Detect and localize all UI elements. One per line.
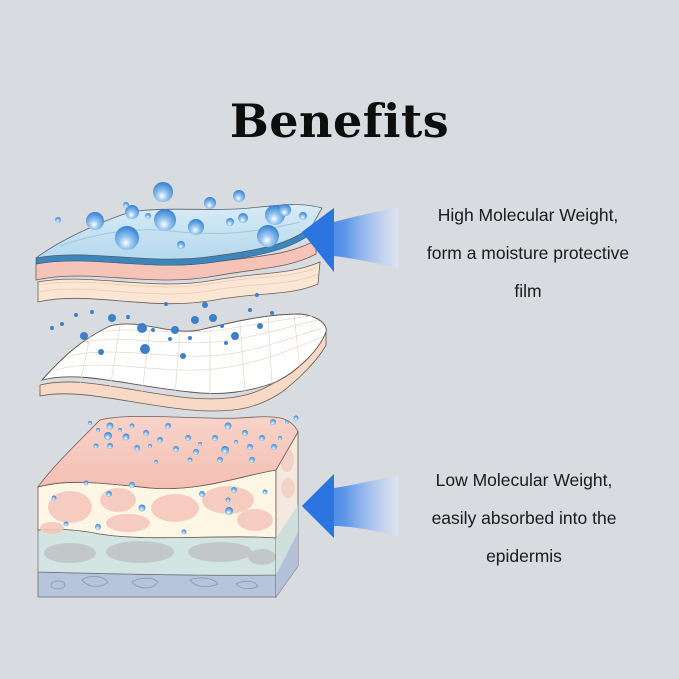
mesh-layer (39, 293, 327, 412)
callout-line: easily absorbed into the (431, 508, 617, 528)
droplet-icon (88, 415, 299, 464)
callout-line: Low Molecular Weight, (435, 470, 613, 490)
skin-block (37, 415, 299, 599)
droplet-icon (50, 293, 274, 359)
droplet-icon (55, 182, 307, 250)
callout-line: epidermis (486, 546, 562, 566)
arrow-left-icon (302, 474, 398, 538)
callout-line: High Molecular Weight, (437, 205, 619, 225)
moisture-film-layer (35, 182, 323, 305)
callout-high-molecular-weight: High Molecular Weight, form a moisture p… (388, 196, 668, 310)
page-title: Benefits (229, 93, 450, 148)
callout-line: form a moisture protective (426, 243, 630, 263)
callout-low-molecular-weight: Low Molecular Weight, easily absorbed in… (384, 461, 664, 575)
callout-line: film (514, 281, 542, 301)
arrow-left-icon (302, 208, 398, 272)
droplet-icon (51, 480, 268, 535)
